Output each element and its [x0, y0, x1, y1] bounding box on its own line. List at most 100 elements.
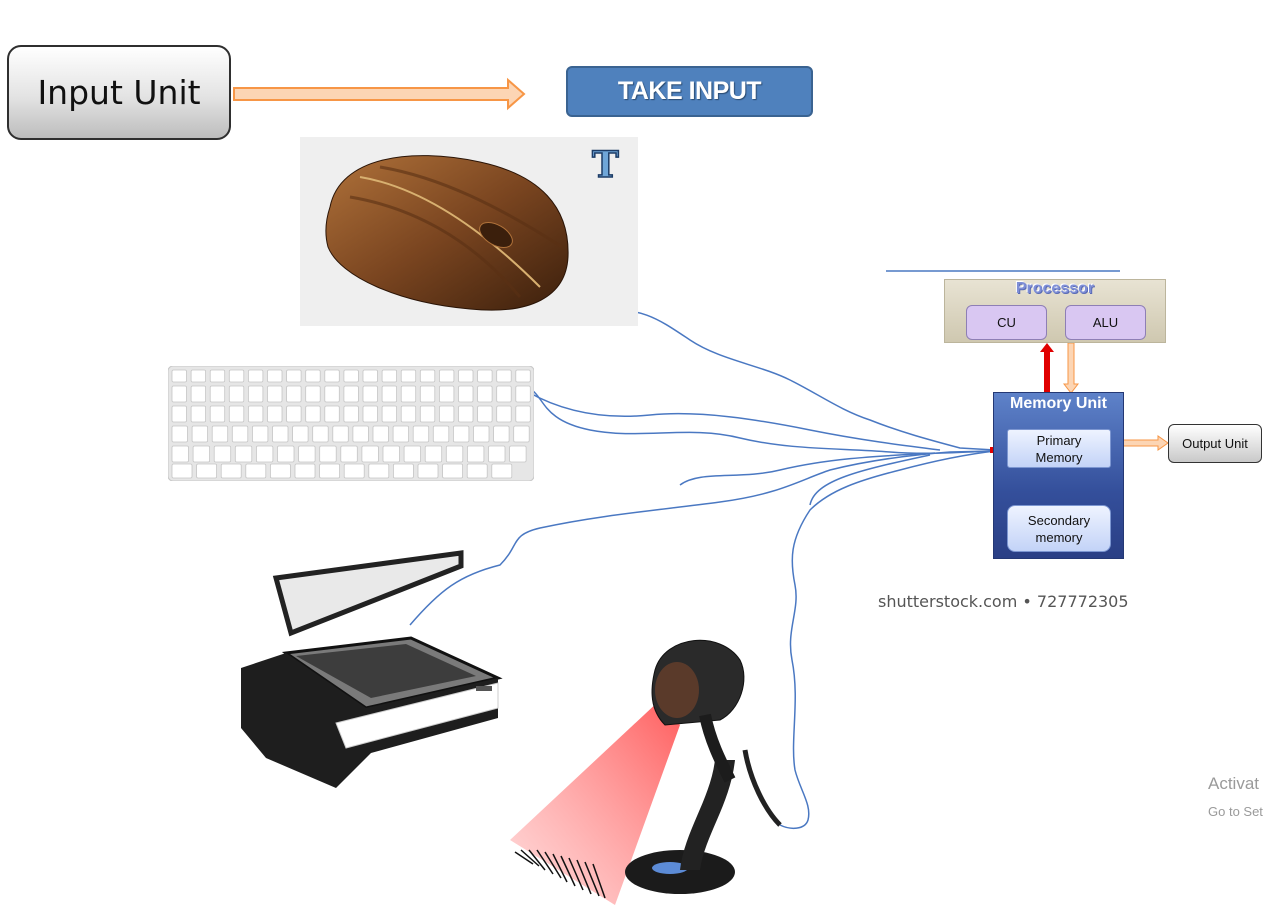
keyboard-key	[190, 385, 207, 403]
keyboard-key	[252, 425, 269, 443]
keyboard-key	[286, 405, 302, 423]
memory-to-cu-arrow	[1040, 343, 1054, 392]
barcode-wire-2	[809, 454, 931, 506]
secondary-memory-box: Secondary memory	[1007, 505, 1111, 552]
keyboard-key	[343, 385, 359, 403]
keyboard-key	[442, 463, 464, 479]
keyboard-key	[400, 369, 417, 383]
keyboard-key	[382, 445, 400, 463]
keyboard-key	[515, 385, 531, 403]
keyboard-key	[171, 425, 188, 443]
input-unit-label: Input Unit	[37, 73, 201, 112]
activation-notice-title[interactable]: Activat	[1208, 774, 1260, 793]
keyboard-key	[245, 463, 267, 479]
keyboard-key	[473, 425, 490, 443]
keyboard-key	[312, 425, 329, 443]
keyboard-key	[220, 463, 242, 479]
keyboard-key	[372, 425, 389, 443]
keyboard-key	[381, 369, 398, 383]
keyboard-key	[412, 425, 430, 443]
keyboard-key	[319, 463, 341, 479]
keyboard-key	[417, 463, 439, 479]
keyboard-icon	[167, 365, 535, 482]
keyboard-key	[458, 385, 474, 403]
keyboard-key	[445, 445, 464, 463]
keyboard-key	[209, 369, 226, 383]
keyboard-key	[432, 425, 450, 443]
keyboard-key	[515, 405, 531, 423]
keyboard-key	[362, 369, 378, 383]
primary-memory-box: Primary Memory	[1007, 429, 1111, 468]
keyboard-key	[211, 425, 229, 443]
scanner-wire-2	[679, 452, 936, 486]
keyboard-key	[305, 405, 321, 423]
keyboard-key	[392, 425, 410, 443]
keyboard-key	[190, 369, 207, 383]
keyboard-key	[515, 369, 531, 383]
keyboard-key	[362, 385, 378, 403]
keyboard-key	[192, 445, 211, 463]
keyboard-key	[343, 405, 359, 423]
keyboard-key	[392, 463, 414, 479]
keyboard-key	[191, 425, 209, 443]
keyboard-key	[381, 405, 398, 423]
keyboard-key	[343, 463, 365, 479]
alu-to-memory-arrow	[1062, 342, 1080, 394]
keyboard-key	[438, 369, 455, 383]
keyboard-key	[513, 425, 530, 443]
keyboard-key	[248, 405, 264, 423]
keyboard-key	[196, 463, 218, 479]
primary-memory-label: Primary Memory	[1035, 432, 1083, 465]
mouse-icon: T	[325, 143, 620, 311]
keyboard-key	[419, 385, 436, 403]
keyboard-key	[496, 405, 512, 423]
keyboard-key	[493, 425, 510, 443]
keyboard-key	[496, 385, 512, 403]
keyboard-key	[171, 445, 189, 463]
keyboard-photo	[167, 365, 535, 482]
keyboard-key	[419, 369, 436, 383]
activation-notice-link[interactable]: Go to Set	[1208, 804, 1263, 819]
alu-box: ALU	[1065, 305, 1146, 340]
keyboard-key	[286, 385, 302, 403]
barcode-scanner-icon	[510, 639, 782, 905]
keyboard-key	[209, 385, 226, 403]
keyboard-key	[466, 463, 488, 479]
stock-watermark: shutterstock.com • 727772305	[878, 592, 1129, 611]
mouse-photo: T	[300, 137, 638, 326]
keyboard-key	[477, 385, 493, 403]
take-input-box: TAKE INPUT	[566, 66, 813, 117]
keyboard-key	[234, 445, 253, 463]
keyboard-key	[438, 385, 455, 403]
mouse-badge: T	[592, 144, 619, 186]
keyboard-key	[458, 405, 474, 423]
keyboard-key	[324, 385, 340, 403]
keyboard-key	[466, 445, 485, 463]
keyboard-key	[228, 369, 245, 383]
keyboard-key	[305, 385, 321, 403]
keyboard-key	[400, 385, 417, 403]
alu-label: ALU	[1092, 315, 1119, 330]
keyboard-key	[298, 445, 316, 463]
output-unit-box: Output Unit	[1168, 424, 1262, 463]
keyboard-key	[292, 425, 309, 443]
keyboard-key	[272, 425, 289, 443]
keyboard-key	[277, 445, 295, 463]
keyboard-key	[491, 463, 513, 479]
keyboard-key	[324, 369, 340, 383]
keyboard-key	[171, 385, 187, 403]
take-input-label: TAKE INPUT	[617, 77, 762, 105]
secondary-memory-label: Secondary memory	[1027, 512, 1091, 545]
keyboard-key	[209, 405, 226, 423]
scanner-wire	[409, 450, 996, 626]
keyboard-key	[319, 445, 337, 463]
keyboard-key	[488, 445, 506, 463]
keyboard-key	[267, 405, 283, 423]
keyboard-key	[343, 369, 359, 383]
cu-box: CU	[966, 305, 1047, 340]
processor-title: Processor	[1015, 280, 1095, 297]
keyboard-key	[400, 405, 417, 423]
keyboard-key	[340, 445, 358, 463]
keyboard-key	[324, 405, 340, 423]
keyboard-wire-2	[527, 391, 941, 451]
